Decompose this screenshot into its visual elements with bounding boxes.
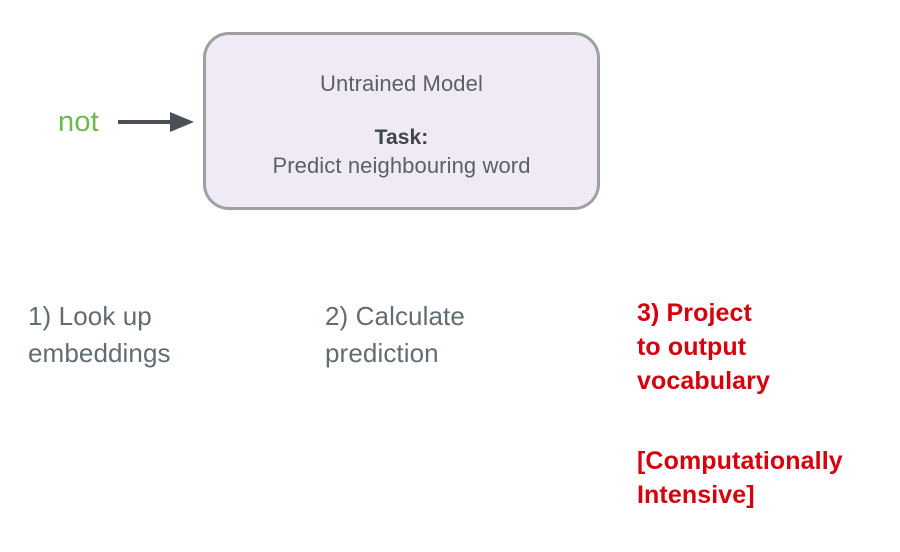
step-3-computational-note: [Computationally Intensive] bbox=[637, 447, 843, 509]
model-title: Untrained Model bbox=[320, 71, 483, 96]
step-3-project-to-output-vocabulary: 3) Project to output vocabulary bbox=[637, 299, 771, 395]
model-task-label: Task: bbox=[374, 126, 429, 149]
model-task-block: Task: Predict neighbouring word bbox=[272, 124, 530, 181]
model-task-description: Predict neighbouring word bbox=[272, 153, 531, 178]
untrained-model-box: Untrained Model Task: Predict neighbouri… bbox=[203, 32, 600, 210]
input-token-label: not bbox=[58, 106, 99, 138]
step-2-calculate-prediction: 2) Calculate prediction bbox=[325, 301, 465, 368]
arrow-right-icon bbox=[116, 108, 196, 136]
step-1-look-up-embeddings: 1) Look up embeddings bbox=[28, 301, 171, 368]
